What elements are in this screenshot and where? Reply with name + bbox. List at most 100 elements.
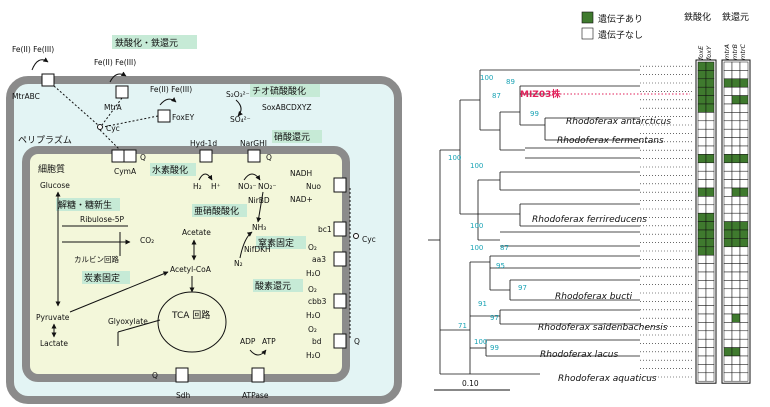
bootstrap-value: 100	[470, 244, 483, 252]
heatmap-cell	[739, 154, 749, 164]
heatmap-cell	[723, 305, 733, 315]
thiosulfate-group: S₂O₃²⁻ SoxABCDXYZ SO₄²⁻	[226, 90, 312, 124]
heatmap-cell	[705, 313, 715, 323]
bc1-label: bc1	[318, 225, 332, 234]
heatmap-cell	[705, 338, 715, 348]
q-sdh: Q	[152, 371, 158, 380]
pyruvate-label: Pyruvate	[36, 313, 70, 322]
bootstrap-value: 100	[470, 222, 483, 230]
nifdkh-label: NifDKH	[244, 245, 271, 254]
heatmap-cell	[723, 263, 733, 273]
heatmap-cell	[705, 355, 715, 365]
co2-label: CO₂	[140, 236, 154, 245]
h2ob-label: H₂O	[306, 311, 321, 320]
heatmap-cell	[731, 296, 741, 306]
heatmap-cell	[697, 238, 707, 248]
heatmap-cell	[697, 254, 707, 264]
gene-column-header: mtrB	[731, 43, 739, 60]
h2oa-label: H₂O	[306, 269, 321, 278]
heatmap-cell	[697, 296, 707, 306]
heading-hydrogen-oxidation: 水素酸化	[152, 164, 188, 176]
h2oc-label: H₂O	[306, 351, 321, 360]
species-label: Rhodoferax lacus	[540, 350, 618, 360]
heatmap-cell	[723, 212, 733, 222]
atpase-sdh: ADP ATP ATPase Q Sdh	[152, 337, 276, 400]
heatmap-cell	[723, 288, 733, 298]
heatmap-cell	[739, 338, 749, 348]
heatmap-cell	[697, 78, 707, 88]
tca-label: TCA 回路	[171, 309, 210, 321]
heatmap-cell	[739, 86, 749, 96]
nuo-label: Nuo	[306, 182, 321, 191]
heatmap-cell	[723, 364, 733, 374]
no3-label: NO₃⁻	[238, 182, 257, 191]
o2c-label: O₂	[308, 325, 317, 334]
heatmap-cell	[739, 162, 749, 172]
heatmap-cell	[705, 364, 715, 374]
cytoplasm-label: 細胞質	[38, 163, 65, 175]
heading-oxygen-reduction: 酸素還元	[255, 280, 291, 292]
iron-oxidation-frame	[695, 59, 717, 384]
heatmap-cell	[705, 170, 715, 180]
heatmap-cell	[705, 288, 715, 298]
heatmap-cell	[723, 280, 733, 290]
heatmap-cell	[731, 221, 741, 231]
heatmap-cell	[723, 296, 733, 306]
inner-membrane	[22, 146, 350, 382]
heatmap-cell	[739, 238, 749, 248]
heatmap-cell	[705, 120, 715, 130]
heatmap-cell	[697, 288, 707, 298]
heatmap-cell	[697, 212, 707, 222]
heatmap-cell	[739, 95, 749, 105]
bootstrap-value: 100	[448, 154, 461, 162]
o2a-label: O₂	[308, 243, 317, 252]
atp-label: ATP	[262, 337, 276, 346]
heatmap-cell	[705, 204, 715, 214]
legend-present: 遺伝子あり	[598, 13, 643, 25]
heatmap-cell	[731, 372, 741, 382]
species-label: Rhodoferax aquaticus	[558, 374, 657, 384]
n2-label: N₂	[234, 259, 243, 268]
so4: SO₄²⁻	[230, 115, 251, 124]
heatmap-cell	[731, 246, 741, 256]
heatmap-cell	[739, 128, 749, 138]
heading-nitrate-reduction: 硝酸還元	[274, 131, 310, 143]
heatmap-cell	[731, 280, 741, 290]
heatmap-cell	[731, 288, 741, 298]
heatmap-cell	[697, 154, 707, 164]
heading-iron-redox: 鉄酸化・鉄還元	[115, 37, 178, 49]
heatmap-cell	[731, 229, 741, 239]
nh3-label: NH₃	[252, 223, 266, 232]
atpase-label: ATPase	[242, 391, 269, 400]
heatmap-cell	[705, 280, 715, 290]
heatmap-cell	[739, 112, 749, 122]
adp-label: ADP	[240, 337, 256, 346]
heatmap-cell	[739, 170, 749, 180]
heatmap-cell	[697, 137, 707, 147]
heatmap-cell	[739, 313, 749, 323]
heatmap-cell	[705, 95, 715, 105]
heatmap-cell	[723, 372, 733, 382]
heatmap-cell	[739, 204, 749, 214]
heading-carbon-fixation: 炭素固定	[84, 272, 120, 284]
h2-label: H₂	[193, 182, 202, 191]
heatmap-cell	[723, 145, 733, 155]
heatmap-cell	[731, 313, 741, 323]
heatmap-cell	[697, 162, 707, 172]
mtra-label: MtrA	[104, 103, 122, 112]
heatmap-cell	[697, 61, 707, 71]
bootstrap-value: 97	[518, 284, 527, 292]
acetylcoa-label: Acetyl-CoA	[170, 265, 212, 274]
heatmap-cell	[697, 204, 707, 214]
heatmap-cell	[705, 196, 715, 206]
heatmap-cell	[723, 238, 733, 248]
bootstrap-value: 71	[458, 322, 467, 330]
heatmap-cell	[723, 187, 733, 197]
heatmap-cell	[705, 254, 715, 264]
heatmap-cell	[739, 229, 749, 239]
heatmap-cell	[705, 229, 715, 239]
heatmap-cell	[705, 145, 715, 155]
heatmap-cell	[697, 338, 707, 348]
heatmap-cell	[739, 372, 749, 382]
q-cyma: Q	[140, 153, 146, 162]
